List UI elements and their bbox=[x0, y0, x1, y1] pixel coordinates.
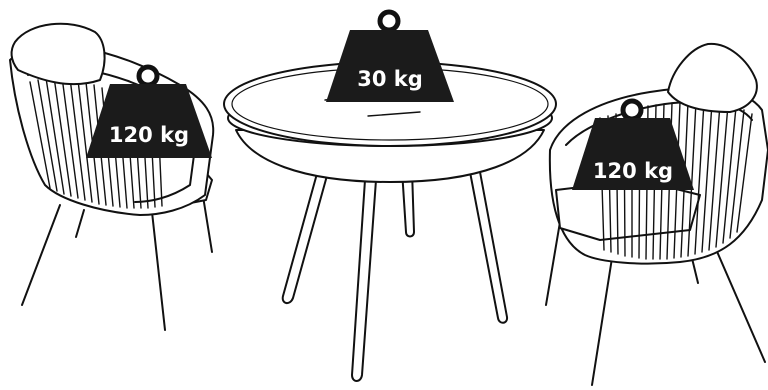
table-weight-handle bbox=[380, 12, 398, 30]
right-chair-leg-front-left bbox=[592, 258, 612, 385]
table-weight-label: 30 kg bbox=[357, 67, 423, 91]
left-weight-label: 120 kg bbox=[109, 123, 189, 147]
left-chair-leg-front-right bbox=[152, 212, 165, 330]
left-chair-leg-front-left bbox=[22, 205, 60, 305]
round-table bbox=[224, 62, 556, 381]
left-weight-handle bbox=[139, 67, 157, 85]
table-leg-front-right bbox=[470, 172, 507, 323]
table-leg-back-left bbox=[283, 170, 328, 303]
left-chair bbox=[10, 24, 213, 330]
right-chair-pillow bbox=[668, 44, 757, 112]
right-chair bbox=[546, 44, 768, 385]
table-leg-front-center bbox=[352, 180, 376, 381]
right-weight-label: 120 kg bbox=[593, 159, 673, 183]
right-weight-handle bbox=[623, 101, 641, 119]
right-chair-leg-back-left bbox=[546, 222, 560, 305]
table-weight: 30 kg bbox=[326, 12, 454, 102]
right-chair-leg-front-right bbox=[712, 240, 765, 362]
left-chair-leg-back-left bbox=[76, 210, 84, 237]
table-weight-body bbox=[326, 30, 454, 102]
